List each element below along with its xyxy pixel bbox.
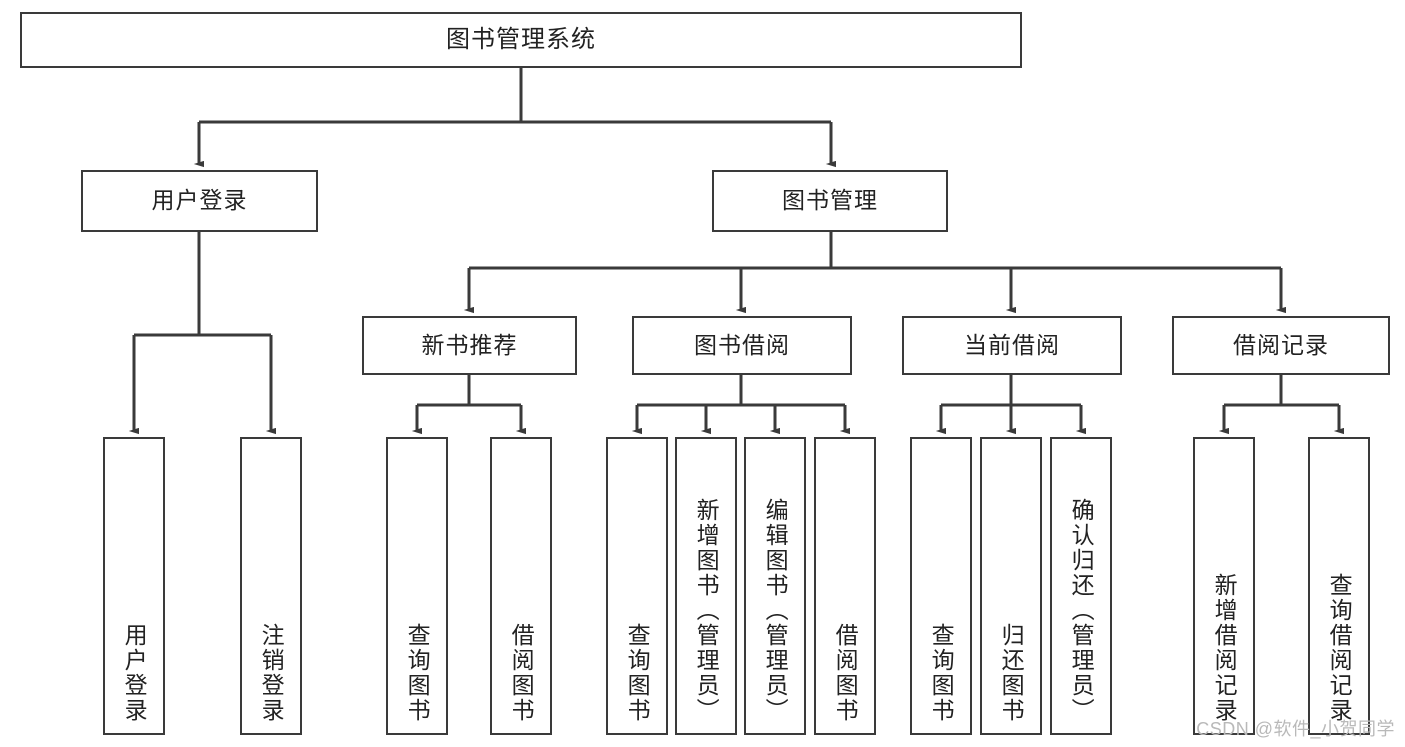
node-label: 查询图书 <box>404 623 431 723</box>
node-label: 图书管理 <box>782 187 878 214</box>
node-label: 借阅图书 <box>832 623 859 723</box>
leaf-current-borrow-query-books[interactable]: 查询图书 <box>910 437 972 735</box>
leaf-book-borrow-add-book-admin[interactable]: 新增图书（管理员） <box>675 437 737 735</box>
node-label: 确认归还（管理员） <box>1068 498 1095 723</box>
node-borrow-record[interactable]: 借阅记录 <box>1172 316 1390 375</box>
csdn-watermark: CSDN @软件_小贺同学 <box>1196 719 1395 739</box>
node-label: 注销登录 <box>258 623 285 723</box>
node-label: 借阅记录 <box>1233 331 1329 358</box>
node-label: 查询图书 <box>928 623 955 723</box>
leaf-user-login-sign-out[interactable]: 注销登录 <box>240 437 302 735</box>
node-label: 编辑图书（管理员） <box>762 498 789 723</box>
node-current-borrow[interactable]: 当前借阅 <box>902 316 1122 375</box>
node-label: 新增借阅记录 <box>1211 573 1238 723</box>
leaf-current-borrow-return-books[interactable]: 归还图书 <box>980 437 1042 735</box>
node-book-borrow[interactable]: 图书借阅 <box>632 316 852 375</box>
leaf-user-login-sign-in[interactable]: 用户登录 <box>103 437 165 735</box>
node-label: 新增图书（管理员） <box>693 498 720 723</box>
node-new-book-recommend[interactable]: 新书推荐 <box>362 316 577 375</box>
node-book-management[interactable]: 图书管理 <box>712 170 948 232</box>
node-label: 用户登录 <box>121 623 148 723</box>
leaf-current-borrow-confirm-return-admin[interactable]: 确认归还（管理员） <box>1050 437 1112 735</box>
leaf-book-borrow-query-books[interactable]: 查询图书 <box>606 437 668 735</box>
node-label: 查询图书 <box>624 623 651 723</box>
node-user-login[interactable]: 用户登录 <box>81 170 318 232</box>
node-label: 当前借阅 <box>964 331 1060 358</box>
node-root-book-management-system[interactable]: 图书管理系统 <box>20 12 1022 68</box>
leaf-borrow-record-add-record[interactable]: 新增借阅记录 <box>1193 437 1255 735</box>
node-label: 图书管理系统 <box>446 25 596 53</box>
leaf-new-book-query-books[interactable]: 查询图书 <box>386 437 448 735</box>
leaf-new-book-borrow-books[interactable]: 借阅图书 <box>490 437 552 735</box>
node-label: 新书推荐 <box>421 331 518 358</box>
leaf-book-borrow-edit-book-admin[interactable]: 编辑图书（管理员） <box>744 437 806 735</box>
node-label: 查询借阅记录 <box>1326 573 1353 723</box>
node-label: 用户登录 <box>151 187 248 214</box>
leaf-borrow-record-query-record[interactable]: 查询借阅记录 <box>1308 437 1370 735</box>
node-label: 借阅图书 <box>508 623 535 723</box>
node-label: 图书借阅 <box>694 331 790 358</box>
node-label: 归还图书 <box>998 623 1025 723</box>
leaf-book-borrow-borrow-books[interactable]: 借阅图书 <box>814 437 876 735</box>
